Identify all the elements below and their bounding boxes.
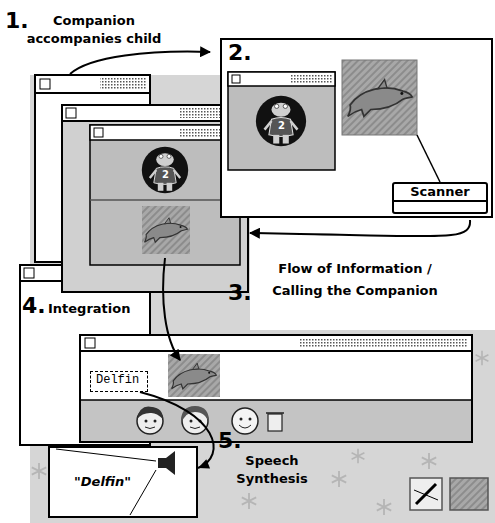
integration-window xyxy=(168,354,220,397)
scanner-window xyxy=(228,72,335,86)
screen-background xyxy=(352,449,365,463)
badge-number: 2 xyxy=(278,120,285,132)
companion-window xyxy=(142,206,190,254)
screen-background xyxy=(422,453,436,469)
scanner-window xyxy=(417,135,440,182)
companion-window xyxy=(94,128,103,137)
scanner-window xyxy=(220,38,493,218)
companion-window xyxy=(90,125,240,265)
connector-line xyxy=(140,392,214,468)
scanner-window xyxy=(348,80,412,117)
step-caption: Integration xyxy=(48,300,130,318)
scanner-window xyxy=(290,75,332,83)
integration-window xyxy=(300,338,468,348)
companion-window xyxy=(142,147,188,193)
face-icons xyxy=(145,427,155,429)
node-text: "Delfin" xyxy=(74,474,131,490)
face-icons xyxy=(137,406,284,434)
integration-window xyxy=(172,363,217,389)
flow-arrow xyxy=(70,52,210,74)
connector-arrow xyxy=(140,392,214,469)
companion-window xyxy=(145,218,188,243)
scanner-window xyxy=(342,60,417,135)
screen-background xyxy=(476,351,489,365)
speech-output xyxy=(48,446,198,518)
tool-icons xyxy=(410,478,442,510)
tool-icons xyxy=(410,478,488,510)
face-icons xyxy=(190,420,193,423)
child-window xyxy=(40,79,50,89)
screen-background xyxy=(377,499,391,515)
integration-window xyxy=(80,335,472,442)
tool-icons xyxy=(450,478,488,510)
scanner-window xyxy=(256,96,306,146)
step-number: 3. xyxy=(228,280,252,306)
scanner-window xyxy=(228,72,335,170)
face-icons xyxy=(137,407,163,420)
scanner-panel: Scanner xyxy=(392,182,488,214)
speech-box: "Delfin" xyxy=(48,446,198,518)
tool-icons xyxy=(414,490,438,500)
step-caption: Companion accompanies child xyxy=(14,12,174,48)
integration-window xyxy=(80,335,472,442)
speech-output xyxy=(166,451,175,475)
speech-output xyxy=(158,458,166,468)
integration-window xyxy=(85,338,95,348)
step-caption: Flow of Information / Calling the Compan… xyxy=(255,258,455,302)
face-icons xyxy=(249,418,252,421)
screen-background xyxy=(332,471,346,487)
scanner-window xyxy=(232,75,240,83)
flow-arrow xyxy=(163,258,180,360)
screen-background xyxy=(32,463,46,479)
face-icons xyxy=(266,412,284,414)
face-icons xyxy=(145,420,148,423)
face-icons xyxy=(240,418,243,421)
integration-window xyxy=(80,335,472,351)
face-icons xyxy=(190,427,200,429)
integration-window xyxy=(80,399,472,401)
face-icons xyxy=(154,420,157,423)
companion-window xyxy=(66,108,76,118)
child-window xyxy=(100,78,146,90)
step-caption: Speech Synthesis xyxy=(232,452,312,488)
flow-arrow xyxy=(250,220,470,236)
integration-back-window xyxy=(24,268,34,278)
node-text: Delfin xyxy=(96,373,139,388)
integration-window xyxy=(81,400,471,441)
speech-output xyxy=(48,446,198,518)
face-icons xyxy=(181,406,209,424)
speech-output xyxy=(56,449,156,461)
badge-number: 2 xyxy=(162,169,169,181)
face-icons xyxy=(239,425,251,428)
speech-output xyxy=(130,470,156,515)
face-icons xyxy=(268,414,282,431)
scanner-window xyxy=(220,38,493,218)
step-number: 5. xyxy=(218,428,242,454)
word-box: Delfin xyxy=(90,371,148,392)
arrow-head xyxy=(198,459,210,468)
node-text: 2. xyxy=(228,40,252,66)
tool-icons xyxy=(416,484,436,504)
companion-window xyxy=(90,199,240,201)
child-window xyxy=(35,75,150,93)
node-text: Scanner xyxy=(410,184,470,200)
window-frame: 2. Scanner xyxy=(220,38,493,218)
screen-background xyxy=(242,493,256,509)
step-number: 1. xyxy=(5,8,29,34)
companion-window xyxy=(90,125,240,140)
step-number: 4. xyxy=(22,293,46,319)
